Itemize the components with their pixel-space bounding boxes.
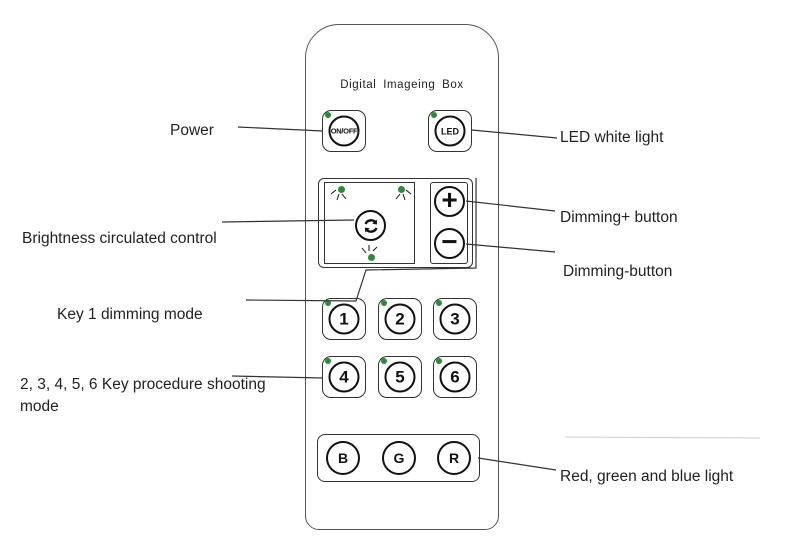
led-callout — [471, 129, 558, 139]
led-button-label: LED — [434, 115, 466, 147]
key-4-button[interactable]: 4 — [322, 356, 366, 398]
led-button[interactable]: LED — [428, 110, 472, 152]
brightness-callout — [221, 219, 355, 223]
key-4-label: 4 — [328, 361, 360, 393]
key-3-button[interactable]: 3 — [433, 298, 477, 340]
cycle-arrows-icon — [363, 218, 378, 233]
key-5-button[interactable]: 5 — [378, 356, 422, 398]
power-button[interactable]: ON/OFF — [322, 110, 366, 152]
remote-body — [305, 24, 499, 530]
red-light-button[interactable]: R — [437, 441, 471, 475]
key-2-indicator-dot — [381, 300, 387, 306]
key-5-indicator-dot — [381, 358, 387, 364]
dimming-minus-label: Dimming-button — [563, 263, 673, 280]
brightness-indicator-left — [338, 186, 345, 193]
faint-guide-line — [564, 436, 761, 439]
brightness-label: Brightness circulated control — [22, 230, 217, 247]
power-label: Power — [170, 122, 214, 139]
dimming-minus-callout — [465, 243, 556, 253]
key1-label: Key 1 dimming mode — [57, 306, 203, 323]
minus-label: − — [441, 226, 458, 257]
key-procedure-callout — [231, 375, 324, 379]
dimming-plus-label: Dimming+ button — [560, 209, 678, 226]
plus-label: + — [441, 184, 458, 215]
dimming-panel — [318, 178, 473, 268]
dimming-plus-callout — [465, 200, 556, 212]
key-4-indicator-dot — [325, 358, 331, 364]
power-callout — [237, 126, 324, 132]
led-white-label: LED white light — [560, 129, 664, 146]
blue-label: B — [337, 450, 349, 466]
keys-procedure-label: 2, 3, 4, 5, 6 Key procedure shooting mod… — [20, 376, 266, 415]
rgb-label: Red, green and blue light — [560, 468, 734, 485]
led-indicator-dot — [431, 112, 437, 118]
dimming-minus-button[interactable]: − — [434, 228, 465, 259]
rgb-callout — [477, 457, 557, 471]
brightness-indicator-right — [398, 186, 405, 193]
green-label: G — [393, 450, 405, 466]
dimming-plus-button[interactable]: + — [434, 186, 465, 217]
blue-light-button[interactable]: B — [326, 441, 360, 475]
key-6-label: 6 — [439, 361, 471, 393]
power-button-label: ON/OFF — [328, 115, 360, 147]
green-light-button[interactable]: G — [382, 441, 416, 475]
key-1-button[interactable]: 1 — [322, 298, 366, 340]
key-6-button[interactable]: 6 — [433, 356, 477, 398]
brightness-indicator-bottom — [368, 254, 375, 261]
remote-title: Digital Imageing Box — [340, 79, 464, 91]
key-2-label: 2 — [384, 303, 416, 335]
red-label: R — [448, 450, 460, 466]
light-ray-icon — [330, 189, 412, 254]
key-6-indicator-dot — [436, 358, 442, 364]
brightness-cycle-button[interactable] — [355, 210, 386, 241]
key-1-indicator-dot — [325, 300, 331, 306]
power-indicator-dot — [325, 112, 331, 118]
key1-callout — [245, 178, 477, 302]
key-2-button[interactable]: 2 — [378, 298, 422, 340]
key-5-label: 5 — [384, 361, 416, 393]
key-3-indicator-dot — [436, 300, 442, 306]
key-3-label: 3 — [439, 303, 471, 335]
key-1-label: 1 — [328, 303, 360, 335]
